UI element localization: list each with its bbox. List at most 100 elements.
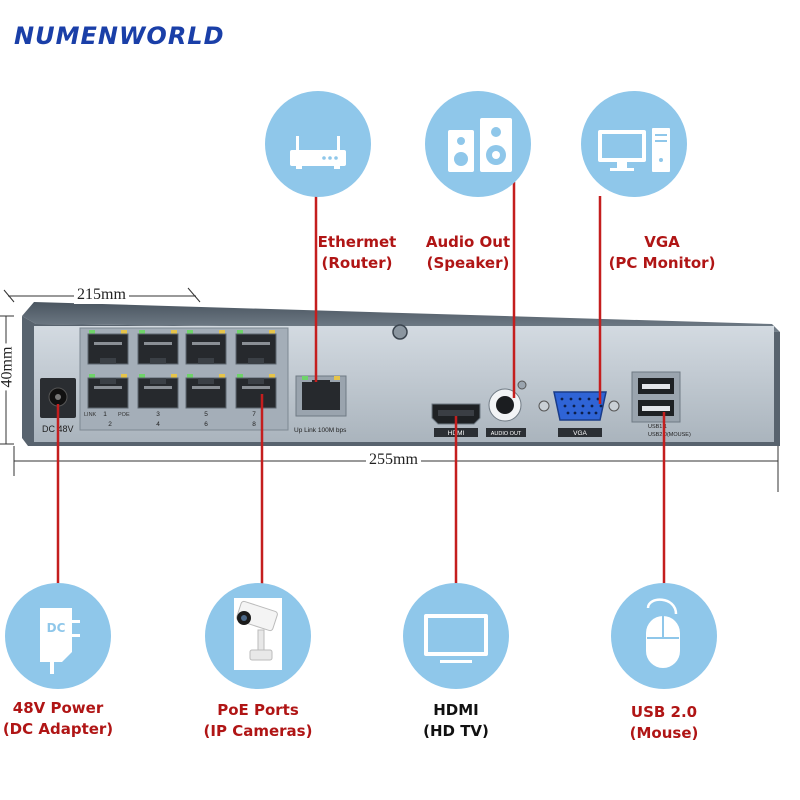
rj45-port-6 [185, 377, 227, 409]
audio-label-plate [486, 428, 526, 437]
speaker-left-woofer [454, 152, 468, 166]
height-dimension-label: 40mm [0, 343, 17, 391]
hdmi-port-contacts [438, 410, 474, 416]
rj45-port-3 [137, 333, 179, 365]
callout-power-title: 48V Power [12, 699, 104, 717]
nvr-device: LINK POE 1 3 5 7 2 4 6 8 DC 48V Up Link … [22, 302, 780, 446]
led-poe-4 [171, 374, 177, 378]
port-number-3: 3 [156, 411, 160, 418]
hdtv-icon [424, 614, 488, 663]
dc-jack-pin [55, 394, 61, 400]
rj45-contacts [192, 342, 220, 345]
callout-ethernet-title: Ethermet [317, 233, 397, 251]
audio-jack [496, 396, 514, 414]
router-body [290, 150, 346, 166]
camera-mount-arm [257, 629, 265, 651]
vga-pin [596, 397, 600, 401]
port-leds [89, 330, 275, 378]
led-link-1 [89, 330, 95, 334]
speaker-icon [448, 118, 512, 172]
rj45-latch [198, 378, 214, 384]
callout-hdmi-title: HDMI [433, 701, 479, 719]
rj45-contacts [94, 386, 122, 389]
port-number-2: 2 [108, 421, 112, 428]
router-led-3 [334, 156, 338, 160]
circle-ethernet [265, 91, 371, 197]
vga-pin [599, 404, 603, 408]
speaker-right-tweeter [491, 127, 501, 137]
rj45-contacts [94, 342, 122, 345]
router-icon [290, 136, 346, 169]
panel-screw [392, 324, 408, 340]
adapter-cable [50, 662, 54, 674]
legend-link: LINK [84, 412, 97, 418]
led-poe-3 [171, 330, 177, 334]
rj45-port-7 [235, 333, 277, 365]
callout-poe: PoE Ports (IP Cameras) [196, 700, 320, 742]
callout-usb-title: USB 2.0 [630, 703, 698, 721]
pc-tower [652, 128, 670, 172]
uplink-led-speed [334, 376, 340, 380]
camera-housing [236, 600, 278, 632]
rj45-port-5 [185, 333, 227, 365]
port-number-7: 7 [252, 411, 256, 418]
callout-ethernet: Ethermet (Router) [315, 232, 399, 274]
uplink-port-latch [312, 380, 330, 385]
callout-vga-title: VGA [644, 233, 680, 251]
vga-pin [566, 411, 570, 415]
port-number-5: 5 [204, 411, 208, 418]
router-led-2 [328, 156, 332, 160]
monitor-screen [602, 134, 642, 158]
usb-label-1: USB1.1 [648, 424, 667, 430]
speaker-right-cone [492, 151, 500, 159]
led-link-8 [237, 374, 243, 378]
callout-ethernet-subtitle: (Router) [321, 254, 393, 272]
depth-dimension-label: 215mm [74, 286, 129, 304]
rj45-port-8 [235, 377, 277, 409]
vga-pin [587, 397, 591, 401]
vga-pin [572, 404, 576, 408]
adapter-prong-bottom [72, 634, 80, 637]
router-antenna-left [296, 136, 299, 150]
vga-screw-right [608, 400, 620, 412]
depth-tick-left [3, 289, 15, 303]
vga-pin [594, 411, 598, 415]
leader-lines [56, 182, 666, 590]
circle-audio [425, 91, 531, 197]
speaker-left-tweeter [457, 137, 465, 145]
brand-logo: NUMENWORLD [14, 22, 225, 50]
rj45-contacts [242, 386, 270, 389]
rj45-port-4 [137, 377, 179, 409]
callout-poe-title: PoE Ports [217, 701, 299, 719]
usb-port-2-tongue [642, 406, 670, 411]
callout-vga-subtitle: (PC Monitor) [608, 254, 716, 272]
callout-poe-subtitle: (IP Cameras) [203, 722, 313, 740]
led-link-7 [237, 330, 243, 334]
callout-vga: VGA (PC Monitor) [596, 232, 728, 274]
callout-audio-subtitle: (Speaker) [426, 254, 510, 272]
tv-screen [428, 618, 484, 652]
router-led-1 [322, 156, 326, 160]
monitor-neck [617, 162, 627, 168]
led-link-4 [139, 374, 145, 378]
vga-screw-left [538, 400, 550, 412]
rj45-contacts [192, 386, 220, 389]
rj45-latch [248, 358, 264, 364]
vga-label-plate [558, 428, 602, 437]
led-link-6 [187, 374, 193, 378]
router-antenna-right [337, 136, 340, 150]
vga-pin [581, 404, 585, 408]
tv-stand [440, 660, 472, 663]
callout-hdmi: HDMI (HD TV) [400, 700, 512, 742]
vga-label: VGA [573, 430, 587, 437]
mouse-body [646, 616, 680, 668]
rj45-latch [248, 378, 264, 384]
rj45-contacts [242, 342, 270, 345]
adapter-body [40, 608, 72, 662]
rj45-latch [100, 358, 116, 364]
vga-pins [560, 397, 603, 415]
led-link-2 [89, 374, 95, 378]
led-poe-8 [269, 374, 275, 378]
rj45-latch [198, 358, 214, 364]
